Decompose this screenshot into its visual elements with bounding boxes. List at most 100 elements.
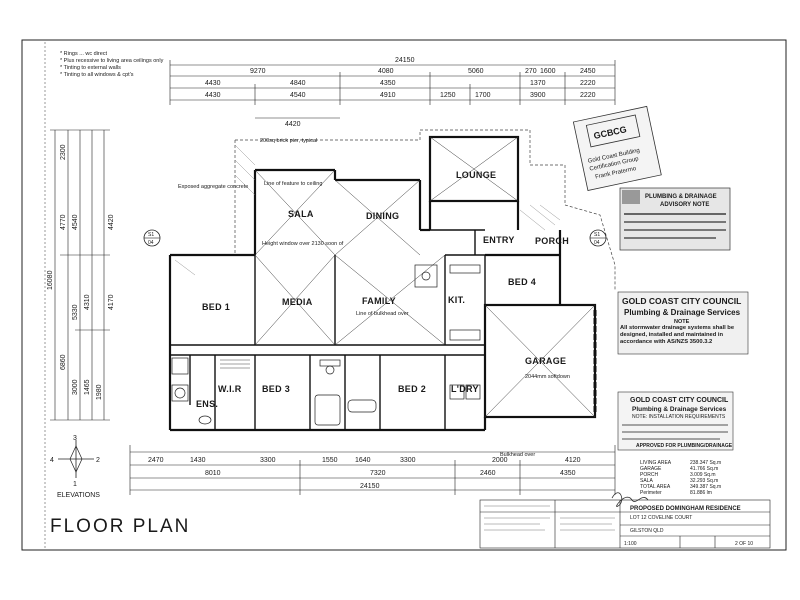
svg-text:4350: 4350 bbox=[380, 80, 396, 87]
svg-text:16080: 16080 bbox=[47, 270, 54, 290]
area-value: 41.766 Sq.m bbox=[690, 466, 718, 472]
general-notes: * Rings ... wc direct * Plus recessive t… bbox=[60, 51, 164, 78]
room-wir: W.I.R bbox=[218, 384, 242, 394]
svg-text:2460: 2460 bbox=[480, 470, 496, 477]
area-value: 81.886 lm bbox=[690, 490, 712, 496]
room-dining: DINING bbox=[366, 211, 399, 221]
svg-text:4120: 4120 bbox=[565, 457, 581, 464]
svg-text:200sq brick pier, typical: 200sq brick pier, typical bbox=[260, 138, 317, 144]
svg-text:2220: 2220 bbox=[580, 92, 596, 99]
svg-text:2: 2 bbox=[96, 457, 100, 464]
room-garage: GARAGE bbox=[525, 356, 566, 366]
title-block-left bbox=[484, 505, 615, 531]
sheet-border bbox=[21, 39, 787, 551]
svg-text:4420: 4420 bbox=[108, 214, 115, 230]
svg-text:1640: 1640 bbox=[355, 457, 371, 464]
svg-text:4170: 4170 bbox=[108, 294, 115, 310]
svg-text:3000: 3000 bbox=[72, 379, 79, 395]
svg-text:4540: 4540 bbox=[72, 214, 79, 230]
area-label: TOTAL AREA bbox=[640, 484, 671, 490]
svg-text:2000: 2000 bbox=[492, 457, 508, 464]
top-dimensions bbox=[169, 60, 616, 119]
svg-text:4310: 4310 bbox=[84, 294, 91, 310]
svg-text:2220: 2220 bbox=[580, 80, 596, 87]
area-value: 32.293 Sq.m bbox=[690, 478, 718, 484]
area-value: 349.387 Sq.m bbox=[690, 484, 721, 490]
svg-text:1430: 1430 bbox=[190, 457, 206, 464]
svg-text:270: 270 bbox=[525, 68, 537, 75]
svg-text:1465: 1465 bbox=[84, 379, 91, 395]
plumbing-advisory-stamp: PLUMBING & DRAINAGE ADVISORY NOTE bbox=[619, 187, 731, 251]
svg-text:4430: 4430 bbox=[205, 80, 221, 87]
lot-address: LOT 12 COVELINE COURT bbox=[630, 515, 692, 521]
svg-text:1550: 1550 bbox=[322, 457, 338, 464]
svg-text:5060: 5060 bbox=[468, 68, 484, 75]
svg-text:3: 3 bbox=[73, 435, 77, 442]
svg-text:9270: 9270 bbox=[250, 68, 266, 75]
svg-text:Line of feature to ceiling: Line of feature to ceiling bbox=[264, 181, 322, 187]
paving-boundary bbox=[175, 129, 616, 290]
svg-text:NOTE: NOTE bbox=[674, 319, 690, 325]
laundry-fixtures bbox=[449, 384, 481, 400]
svg-text:3300: 3300 bbox=[400, 457, 416, 464]
svg-text:4: 4 bbox=[50, 457, 54, 464]
svg-text:4420: 4420 bbox=[285, 121, 301, 128]
svg-text:3900: 3900 bbox=[530, 92, 546, 99]
porch-hatch bbox=[174, 144, 561, 276]
room-ens: ENS. bbox=[196, 399, 218, 409]
svg-text:1250: 1250 bbox=[440, 92, 456, 99]
room-bed2: BED 2 bbox=[398, 384, 426, 394]
svg-text:04: 04 bbox=[594, 240, 600, 246]
svg-text:* Tinting to external walls: * Tinting to external walls bbox=[60, 65, 121, 71]
svg-text:Plumbing & Drainage Services: Plumbing & Drainage Services bbox=[632, 406, 727, 413]
svg-text:1370: 1370 bbox=[530, 80, 546, 87]
ceiling-lines bbox=[254, 136, 596, 418]
svg-text:4540: 4540 bbox=[290, 92, 306, 99]
section-marker-right: S1 04 bbox=[589, 229, 607, 247]
svg-text:S1: S1 bbox=[148, 232, 154, 238]
svg-text:4080: 4080 bbox=[378, 68, 394, 75]
svg-text:Plumbing & Drainage Services: Plumbing & Drainage Services bbox=[624, 308, 741, 317]
svg-text:* Plus recessive to living are: * Plus recessive to living area ceilings… bbox=[60, 58, 164, 64]
svg-text:Exposed aggregate concrete: Exposed aggregate concrete bbox=[178, 184, 248, 190]
overall-width-top: 24150 bbox=[395, 57, 415, 64]
svg-text:1600: 1600 bbox=[540, 68, 556, 75]
area-label: PORCH bbox=[640, 472, 658, 478]
kitchen-fixtures bbox=[414, 264, 481, 341]
room-entry: ENTRY bbox=[483, 235, 515, 245]
svg-text:1: 1 bbox=[73, 481, 77, 488]
svg-text:4840: 4840 bbox=[290, 80, 306, 87]
room-lounge: LOUNGE bbox=[456, 170, 496, 180]
building-outline bbox=[168, 135, 597, 432]
wir-shelving bbox=[220, 359, 250, 369]
svg-text:GOLD COAST CITY COUNCIL: GOLD COAST CITY COUNCIL bbox=[622, 296, 741, 306]
svg-text:3300: 3300 bbox=[260, 457, 276, 464]
area-label: LIVING AREA bbox=[640, 460, 672, 466]
elevations-compass: 3 2 1 4 ELEVATIONS bbox=[50, 435, 100, 499]
svg-text:1980: 1980 bbox=[96, 384, 103, 400]
svg-text:04: 04 bbox=[148, 240, 154, 246]
room-porch: PORCH bbox=[535, 236, 569, 246]
svg-text:Bulkhead over: Bulkhead over bbox=[500, 452, 535, 458]
svg-text:1700: 1700 bbox=[475, 92, 491, 99]
svg-text:PLUMBING & DRAINAGE: PLUMBING & DRAINAGE bbox=[645, 194, 717, 200]
room-sala: SALA bbox=[288, 209, 314, 219]
room-labels: LOUNGE SALA DINING ENTRY PORCH BED 1 MED… bbox=[196, 170, 569, 409]
svg-text:* Tinting to all windows & cpt: * Tinting to all windows & cpt's bbox=[60, 72, 134, 78]
area-label: Perimeter bbox=[640, 490, 662, 496]
bathroom-fixtures bbox=[314, 359, 377, 426]
svg-text:2450: 2450 bbox=[580, 68, 596, 75]
area-label: SALA bbox=[640, 478, 653, 484]
interior-walls bbox=[170, 229, 560, 430]
svg-text:7320: 7320 bbox=[370, 470, 386, 477]
area-label: GARAGE bbox=[640, 466, 662, 472]
certification-stamp: GCBCG Gold Coast Building Certification … bbox=[572, 105, 662, 191]
room-media: MEDIA bbox=[282, 297, 313, 307]
area-value: 238.347 Sq.m bbox=[690, 460, 721, 466]
svg-text:2300: 2300 bbox=[60, 144, 67, 160]
svg-text:GOLD COAST CITY COUNCIL: GOLD COAST CITY COUNCIL bbox=[630, 397, 729, 404]
section-marker-left: S1 04 bbox=[143, 229, 161, 247]
signature bbox=[611, 492, 649, 507]
suburb: GILSTON QLD bbox=[630, 528, 664, 534]
